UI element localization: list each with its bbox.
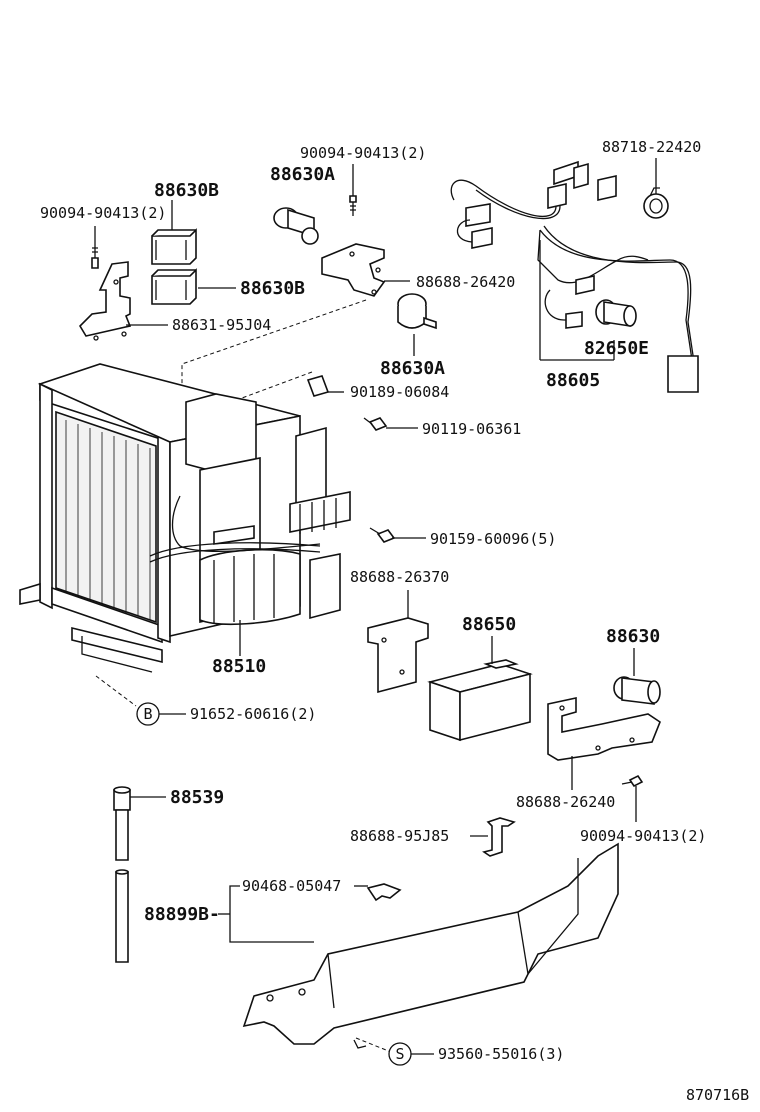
bolt-top-center-icon <box>349 195 357 216</box>
label-cover-88899B: 88899B- <box>144 904 220 925</box>
label-relay-88630A-lower: 88630A <box>380 358 445 379</box>
label-bracket-88688-26370: 88688-26370 <box>350 568 449 586</box>
relay-88630B-upper-icon <box>151 228 197 265</box>
label-bolt-90119: 90119-06361 <box>422 420 521 438</box>
relay-88630A-lower-icon <box>397 293 437 330</box>
label-clip-88718: 88718-22420 <box>602 138 701 156</box>
label-bolt-left: 90094-90413(2) <box>40 204 166 222</box>
label-bolt-90159: 90159-60096(5) <box>430 530 556 548</box>
label-harness-88605: 88605 <box>546 370 600 391</box>
bolt-90159-icon <box>369 527 396 543</box>
amplifier-88650-icon <box>427 659 533 742</box>
callout-s-letter: S <box>395 1045 404 1063</box>
bolt-90119-icon <box>363 417 388 431</box>
label-top-bolt: 90094-90413(2) <box>300 144 426 162</box>
label-amplifier-88650: 88650 <box>462 614 516 635</box>
bolt-right-icon <box>621 774 644 788</box>
label-bracket-88688-95J85: 88688-95J85 <box>350 827 449 845</box>
label-bracket-88631: 88631-95J04 <box>172 316 271 334</box>
label-screw-93560: 93560-55016(3) <box>438 1045 564 1063</box>
bracket-88688-26240-icon <box>547 697 661 761</box>
label-relay-88630: 88630 <box>606 626 660 647</box>
callout-b-marker: B <box>136 702 160 726</box>
callout-b-letter: B <box>143 705 152 723</box>
label-relay-88630B-top: 88630B <box>154 180 219 201</box>
clip-90189-icon <box>306 375 330 397</box>
label-hose-88539: 88539 <box>170 787 224 808</box>
bracket-88688-26370-icon <box>367 617 429 694</box>
figure-code: 870716B <box>686 1086 749 1104</box>
callout-s-marker: S <box>388 1042 412 1066</box>
label-relay-88630A-top: 88630A <box>270 164 335 185</box>
clip-88718-icon <box>643 187 669 219</box>
label-bracket-88688-26240: 88688-26240 <box>516 793 615 811</box>
bracket-88688-95J85-icon <box>482 817 516 857</box>
relay-88630A-upper-icon <box>273 207 319 245</box>
clip-90468-icon <box>366 883 402 902</box>
bracket-88631-icon <box>78 261 132 341</box>
bracket-88688-26420-icon <box>321 243 386 297</box>
hose-88539-icon <box>113 786 131 963</box>
label-clip-90189: 90189-06084 <box>350 383 449 401</box>
label-bolt-right: 90094-90413(2) <box>580 827 706 845</box>
label-clip-91652: 91652-60616(2) <box>190 705 316 723</box>
label-unit-88510: 88510 <box>212 656 266 677</box>
harness-88605-icon <box>450 160 699 393</box>
cover-88899B-icon <box>242 842 619 1049</box>
relay-88630B-lower-icon <box>151 268 197 305</box>
label-switch-82650E: 82650E <box>584 338 649 359</box>
relay-88630-icon <box>613 676 661 705</box>
label-relay-88630B-lower: 88630B <box>240 278 305 299</box>
switch-82650E-icon <box>595 299 637 327</box>
bolt-top-left-icon <box>91 246 99 269</box>
label-bracket-88688-26420: 88688-26420 <box>416 273 515 291</box>
unit-88510-icon <box>19 363 351 673</box>
label-clip-90468: 90468-05047 <box>242 877 341 895</box>
